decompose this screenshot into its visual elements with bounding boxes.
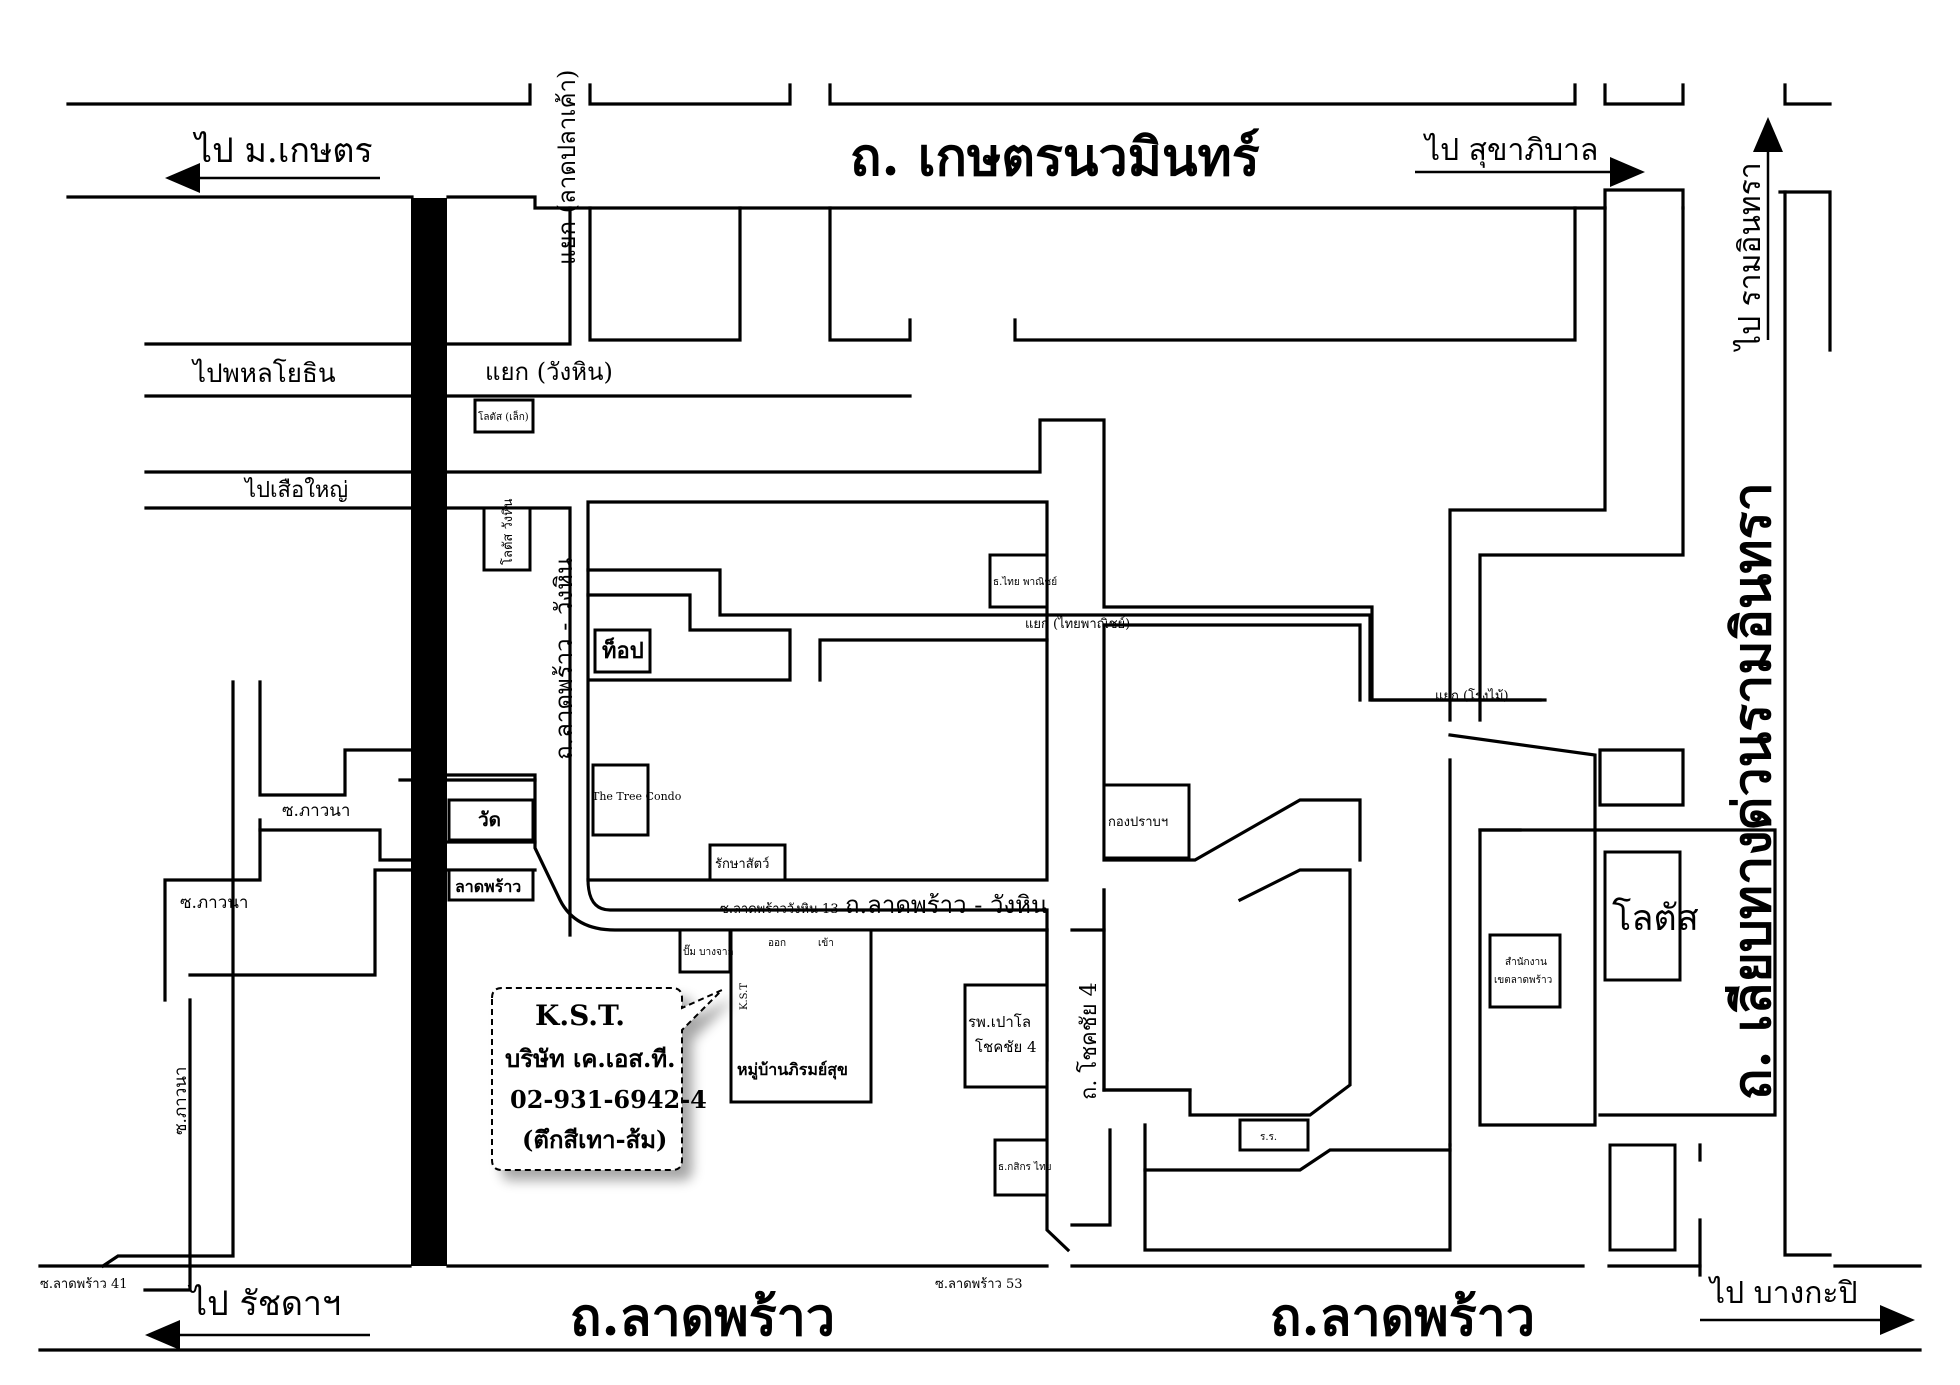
label-exit: ออก xyxy=(768,938,786,949)
soi-lat-phrao-53: ซ.ลาดพร้าว 53 xyxy=(935,1277,1023,1292)
label-wat: วัด xyxy=(478,809,501,831)
kaset-nawamin-road xyxy=(66,83,1832,210)
label-the-tree-condo: The Tree Condo xyxy=(592,790,682,803)
phawana-sois xyxy=(100,680,537,1292)
direction-bangkapi: ไป บางกะปิ xyxy=(1700,1275,1915,1335)
road-label-kaset-nawamin: ถ. เกษตรนวมินทร์ xyxy=(850,127,1260,188)
liap-road xyxy=(1698,190,1832,1277)
callout-phone: 02-931-6942-4 xyxy=(510,1085,707,1114)
direction-suea-yai: ไปเสือใหญ่ xyxy=(243,477,348,503)
label-mu-ban: หมู่บ้านภิรมย์สุข xyxy=(737,1060,848,1081)
direction-kasetsart: ไป ม.เกษตร xyxy=(165,131,380,193)
expressway xyxy=(411,198,447,1266)
callout-note: (ตึกสีเทา-ส้ม) xyxy=(522,1125,667,1154)
north-blocks xyxy=(588,206,1685,1147)
lat-phrao-wang-hin-road xyxy=(446,773,1106,1268)
road-label-chok-chai-4: ถ. โชคชัย 4 xyxy=(1076,982,1102,1100)
road-label-liap-khlong: ถ. เลียบทางด่วนรามอินทรา xyxy=(1722,482,1783,1100)
lat-phrao-main-road xyxy=(38,1264,1922,1352)
label-lotus-big: โลตัส xyxy=(1612,897,1699,939)
soi-wang-hin-13: ซ.ลาดพร้าววังหิน 13 xyxy=(720,902,839,917)
label-lotus-wang-hin: โลตัส วังหิน xyxy=(500,498,516,565)
label-rongrian: ร.ร. xyxy=(1260,1132,1277,1143)
direction-phahon: ไปพหลโยธิน xyxy=(191,358,336,389)
road-label-lat-phrao-wang-hin-vertical: ถ.ลาดพร้าว - วังหิน xyxy=(550,558,578,760)
svg-text:ไป สุขาภิบาล: ไป สุขาภิบาล xyxy=(1423,132,1598,169)
label-rak-sat: รักษาสัตว์ xyxy=(715,856,769,872)
label-pump: ปั๊ม บางจาก xyxy=(683,944,734,958)
label-kong-prap: กองปราบฯ xyxy=(1108,815,1168,830)
svg-text:ไป รามอินทรา: ไป รามอินทรา xyxy=(1732,162,1768,352)
svg-text:ไป รัชดาฯ: ไป รัชดาฯ xyxy=(187,1284,341,1324)
label-lat-phrao: ลาดพร้าว xyxy=(455,877,521,896)
kst-callout[interactable]: K.S.T. บริษัท เค.เอส.ที. 02-931-6942-4 (… xyxy=(491,987,723,1171)
label-district-office-1: สำนักงาน xyxy=(1505,957,1547,968)
landmark-boxes xyxy=(447,398,1682,1252)
label-lotus-small: โลตัส (เล็ก) xyxy=(478,409,529,423)
intersection-thai-phanit: แยก (ไทยพาณิชย์) xyxy=(1025,616,1130,632)
label-district-office-2: เขตลาดพร้าว xyxy=(1494,974,1552,986)
label-hospital-1: รพ.เปาโล xyxy=(968,1013,1031,1031)
label-entrance: เข้า xyxy=(818,937,834,949)
west-roads xyxy=(144,206,1542,937)
direction-ram-inthra: ไป รามอินทรา xyxy=(1732,117,1783,352)
label-kst-small: K.S.T xyxy=(739,983,750,1010)
intersection-wang-hin: แยก (วังหิน) xyxy=(485,358,613,386)
soi-phawana-2: ซ.ภาวนา xyxy=(180,893,248,913)
label-thai-phanit-bank: ธ.ไทย พาณิชย์ xyxy=(993,576,1057,588)
label-top: ท็อป xyxy=(602,636,644,664)
label-hospital-2: โชคชัย 4 xyxy=(975,1038,1037,1056)
soi-phawana-1: ซ.ภาวนา xyxy=(282,801,350,821)
intersection-rong-mai: แยก (โรงไม้) xyxy=(1435,688,1509,704)
road-label-lat-phrao-wang-hin: ถ.ลาดพร้าว - วังหิน xyxy=(845,891,1047,919)
svg-text:ไป ม.เกษตร: ไป ม.เกษตร xyxy=(192,131,373,171)
road-label-lat-phrao-right: ถ.ลาดพร้าว xyxy=(1270,1287,1535,1348)
callout-name: K.S.T. xyxy=(535,999,625,1032)
label-kasikorn: ธ.กสิกร ไทย xyxy=(998,1161,1052,1173)
intersection-lat-pla-khao: แยก (ลาดปลาเค้า) xyxy=(553,70,581,265)
direction-ratchada: ไป รัชดาฯ xyxy=(145,1284,370,1350)
callout-company: บริษัท เค.เอส.ที. xyxy=(505,1044,676,1073)
soi-phawana-3: ซ.ภาวนา xyxy=(171,1067,191,1135)
svg-text:ไป บางกะปิ: ไป บางกะปิ xyxy=(1708,1275,1858,1311)
soi-lat-phrao-41: ซ.ลาดพร้าว 41 xyxy=(40,1277,128,1292)
direction-sukhaphiban: ไป สุขาภิบาล xyxy=(1415,132,1645,187)
road-label-lat-phrao-left: ถ.ลาดพร้าว xyxy=(570,1287,835,1348)
